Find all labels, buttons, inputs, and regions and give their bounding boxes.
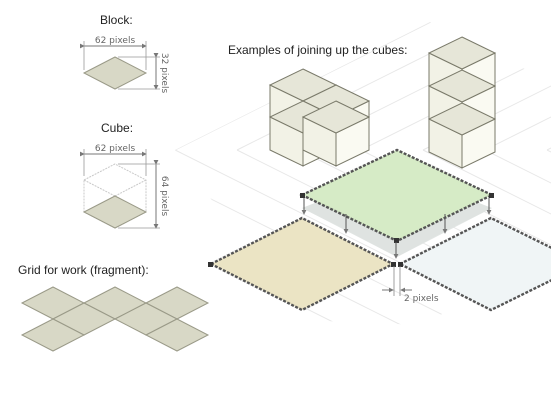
blue-tile — [397, 216, 551, 312]
corner-marker — [391, 262, 396, 267]
cube-top-face — [427, 69, 497, 103]
tile-join-example: 2 pixels — [208, 148, 551, 312]
cube-column-right — [427, 36, 497, 169]
gap-label: 2 pixels — [404, 294, 439, 304]
cube-top-face — [427, 102, 497, 136]
corner-marker — [208, 262, 213, 267]
corner-marker — [300, 193, 305, 198]
cube-example: 62 pixels 64 pixels — [79, 144, 169, 229]
cube-group-left — [268, 68, 371, 167]
bg-grid-line — [546, 22, 551, 151]
corner-marker — [489, 193, 494, 198]
bg-grid-line — [360, 22, 551, 151]
cube-width-label: 62 pixels — [95, 144, 136, 154]
work-grid-tile — [20, 318, 86, 352]
cube-top-face — [301, 100, 371, 134]
cube-inner-edge-left — [83, 179, 116, 197]
bg-grid-line — [0, 150, 17, 350]
bg-grid-line — [422, 149, 551, 325]
block-height-label: 32 pixels — [159, 53, 169, 94]
bg-grid-line — [0, 0, 79, 150]
bg-grid-line — [0, 0, 17, 150]
green-tile — [299, 148, 495, 243]
cube-title: Cube: — [101, 121, 134, 135]
bg-grid-line — [175, 22, 551, 151]
block-example: 62 pixels 32 pixels — [79, 36, 169, 94]
block-width-label: 62 pixels — [95, 36, 136, 46]
work-grid-fragment — [20, 286, 210, 352]
work-grid-tile — [144, 318, 210, 352]
cube-top-face — [427, 36, 497, 70]
grid-title: Grid for work (fragment): — [18, 263, 149, 277]
cube-inner-edge-right — [114, 179, 147, 197]
cube-base-tile — [82, 195, 148, 229]
block-title: Block: — [100, 13, 133, 27]
join-examples-title: Examples of joining up the cubes: — [228, 43, 408, 57]
cube-height-label: 64 pixels — [159, 176, 169, 217]
corner-marker — [398, 262, 403, 267]
corner-marker — [394, 238, 399, 243]
block-tile — [82, 56, 148, 90]
